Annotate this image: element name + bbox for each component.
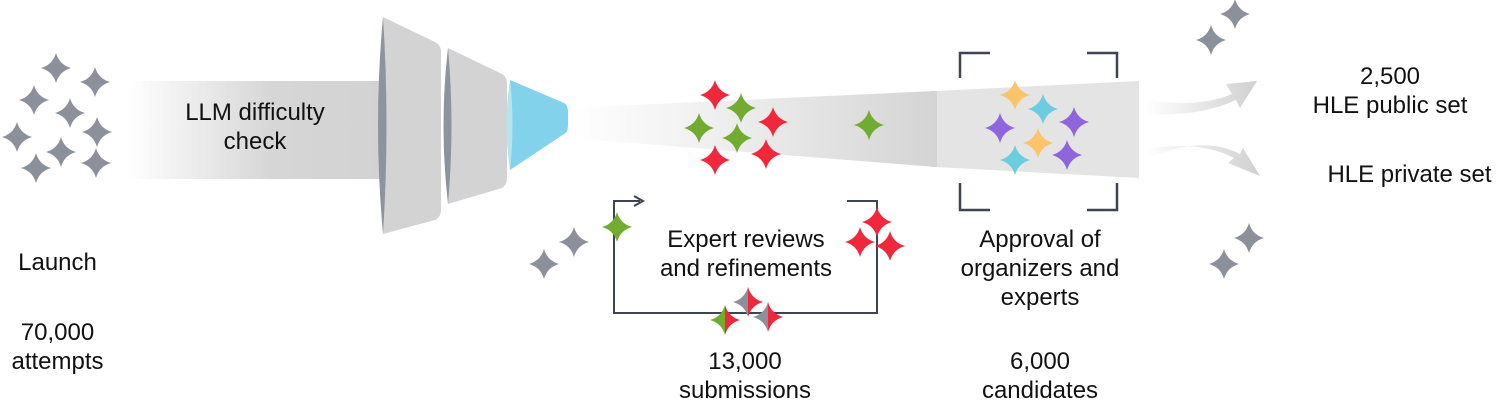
launch-count: 70,000 attempts [0,318,115,376]
loop-sparkle-icon [753,302,783,332]
review-band [568,91,936,167]
loop-sparkle-icon [710,305,740,335]
expert-review-line1: Expert reviews [667,226,825,253]
curved-arrow-icon [1145,81,1260,176]
approval-line3: experts [1000,284,1080,311]
selection-bracket-icon [958,51,1119,212]
submissions-count: 13,000 [708,348,782,375]
approval-count: 6,000 candidates [935,347,1145,405]
loop-sparkle-icon [862,207,892,237]
launch-sparkle-icon [2,122,32,152]
approval-line1: Approval of [979,226,1101,253]
launch-sparkle-icon [19,85,49,115]
approval-line2: organizers and [960,255,1120,282]
launch-sparkle-icon [82,117,112,147]
rejected-sparkle-icon [1209,249,1239,279]
review-sparkle-icon [758,107,788,137]
launch-sparkle-icon [46,137,76,167]
rejected-sparkle-icon [1220,0,1250,29]
launch-sparkle-icon [81,148,111,178]
llm-check-band [128,81,390,179]
candidates-unit: candidates [981,377,1099,404]
expert-review-label: Expert reviews and refinements [636,225,856,283]
funnel-icon [378,17,568,234]
candidates-count: 6,000 [1009,348,1071,375]
llm-check-line1: LLM difficulty [185,99,325,126]
review-sparkle-icon [684,113,714,143]
rejected-sparkle-icon [529,249,559,279]
submissions-unit: submissions [678,377,812,404]
loop-sparkle-icon [875,231,905,261]
approval-label: Approval of organizers and experts [935,225,1145,312]
launch-count-unit: attempts [11,348,104,375]
llm-check-line2: check [223,128,287,155]
review-sparkle-icon [700,145,730,175]
public-set-label: 2,500 HLE public set [1295,62,1485,120]
approval-sparkle-icon [1000,145,1030,175]
review-sparkle-icon [722,123,752,153]
expert-review-count: 13,000 submissions [640,347,850,405]
loop-sparkle-icon [602,212,632,242]
band-divider [931,91,937,167]
review-sparkle-icon [700,80,730,110]
public-set-count: 2,500 [1359,63,1421,90]
launch-title: Launch [18,249,97,276]
private-set-label: HLE private set [1327,161,1492,188]
rejected-sparkle-icon [559,227,589,257]
launch-sparkle-icon [41,53,71,83]
rejected-sparkle-icon [1234,223,1264,253]
review-sparkle-icon [854,110,884,140]
loop-sparkle-icon [845,227,875,257]
refinement-loop-arrow-icon [613,195,878,314]
approval-sparkle-icon [1028,94,1058,124]
approval-band [936,81,1139,178]
llm-check-label: LLM difficulty check [155,98,355,156]
launch-sparkle-icon [55,98,85,128]
launch-sparkle-icon [21,153,51,183]
launch-count-value: 70,000 [20,319,95,346]
approval-sparkle-icon [985,113,1015,143]
review-sparkle-icon [751,139,781,169]
approval-sparkle-icon [1023,128,1053,158]
expert-review-line2: and refinements [659,255,833,282]
review-sparkle-icon [726,93,756,123]
loop-sparkle-icon [733,287,763,317]
approval-sparkle-icon [1052,140,1082,170]
launch-sparkle-icon [80,67,110,97]
public-set-name: HLE public set [1312,92,1468,119]
rejected-sparkle-icon [1196,25,1226,55]
approval-sparkle-icon [1000,80,1030,110]
approval-sparkle-icon [1059,107,1089,137]
